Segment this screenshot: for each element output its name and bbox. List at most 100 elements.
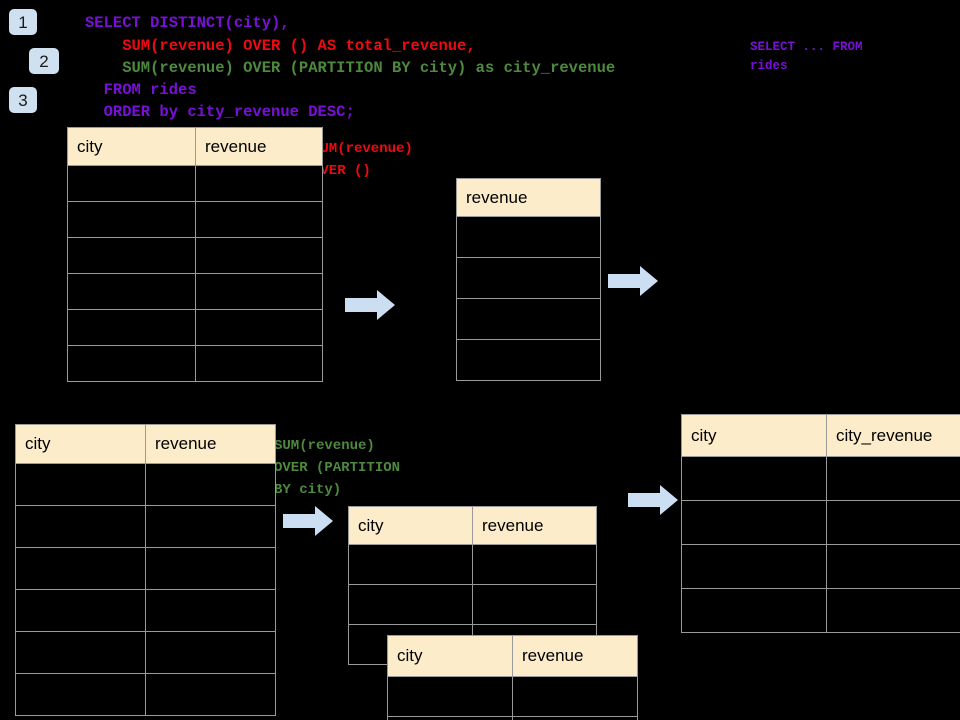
cell-revenue[interactable]: [195, 201, 323, 238]
table-row[interactable]: [456, 339, 601, 381]
sql-line-total-revenue: SUM(revenue) OVER () AS total_revenue,: [85, 37, 476, 55]
cell-city-revenue[interactable]: [826, 544, 960, 589]
cell-city-revenue[interactable]: [826, 500, 960, 545]
table-final-result[interactable]: city city_revenue: [681, 414, 960, 633]
cell-revenue[interactable]: [195, 165, 323, 202]
annotation-partition-line-1: SUM(revenue): [274, 438, 375, 454]
table-row[interactable]: [67, 165, 323, 202]
table-row[interactable]: [456, 257, 601, 299]
cell-revenue[interactable]: [472, 584, 597, 625]
step-badge-2[interactable]: 2: [29, 48, 59, 74]
cell-city[interactable]: [681, 544, 827, 589]
table-row[interactable]: [681, 456, 960, 501]
arrow-right-icon-bottom-to-partition: [283, 506, 333, 536]
table-body: [681, 456, 960, 633]
column-header-city: city: [681, 414, 827, 457]
cell-revenue[interactable]: [195, 309, 323, 346]
table-total-revenue[interactable]: revenue: [456, 178, 601, 381]
cell-city[interactable]: [681, 456, 827, 501]
table-row[interactable]: [348, 544, 597, 585]
cell-city[interactable]: [387, 716, 513, 720]
table-header-row: city revenue: [15, 424, 276, 464]
column-header-city-revenue: city_revenue: [826, 414, 960, 457]
cell-city[interactable]: [67, 273, 196, 310]
table-row[interactable]: [67, 309, 323, 346]
cell-city-revenue[interactable]: [826, 456, 960, 501]
cell-revenue[interactable]: [456, 257, 601, 299]
sql-line-city-revenue: SUM(revenue) OVER (PARTITION BY city) as…: [85, 59, 616, 77]
table-body: [15, 463, 276, 716]
cell-city[interactable]: [681, 588, 827, 633]
cell-revenue[interactable]: [195, 237, 323, 274]
table-row[interactable]: [67, 201, 323, 238]
table-row[interactable]: [387, 676, 638, 717]
table-row[interactable]: [387, 716, 638, 720]
cell-city[interactable]: [15, 505, 146, 548]
cell-city[interactable]: [15, 589, 146, 632]
table-row[interactable]: [15, 547, 276, 590]
column-header-city: city: [67, 127, 196, 166]
table-row[interactable]: [348, 584, 597, 625]
table-row[interactable]: [15, 631, 276, 674]
cell-revenue[interactable]: [195, 273, 323, 310]
table-body: [456, 216, 601, 381]
table-row[interactable]: [681, 544, 960, 589]
table-row[interactable]: [67, 273, 323, 310]
cell-city[interactable]: [67, 165, 196, 202]
table-row[interactable]: [681, 588, 960, 633]
arrow-right-icon-partition-to-result: [628, 485, 678, 515]
cell-revenue[interactable]: [456, 216, 601, 258]
cell-city[interactable]: [15, 673, 146, 716]
table-row[interactable]: [67, 345, 323, 382]
table-partition-group-front[interactable]: city revenue: [387, 635, 638, 720]
table-row[interactable]: [681, 500, 960, 545]
arrow-right-icon-total-to-result: [608, 266, 658, 296]
table-row[interactable]: [15, 505, 276, 548]
table-row[interactable]: [456, 298, 601, 340]
step-badge-1[interactable]: 1: [9, 9, 37, 35]
cell-city[interactable]: [681, 500, 827, 545]
cell-revenue[interactable]: [145, 589, 276, 632]
table-row[interactable]: [456, 216, 601, 258]
cell-city[interactable]: [348, 544, 473, 585]
cell-revenue[interactable]: [456, 298, 601, 340]
cell-city[interactable]: [67, 345, 196, 382]
cell-city[interactable]: [15, 547, 146, 590]
step-badge-2-label: 2: [39, 51, 49, 71]
step-badge-3[interactable]: 3: [9, 87, 37, 113]
table-row[interactable]: [67, 237, 323, 274]
cell-revenue[interactable]: [472, 544, 597, 585]
cell-city[interactable]: [67, 237, 196, 274]
cell-city[interactable]: [67, 309, 196, 346]
table-row[interactable]: [15, 463, 276, 506]
cell-revenue[interactable]: [145, 505, 276, 548]
cell-city[interactable]: [348, 584, 473, 625]
cell-revenue[interactable]: [145, 547, 276, 590]
annotation-total-revenue-line-1: SUM(revenue): [312, 141, 413, 157]
cell-revenue[interactable]: [145, 631, 276, 674]
cell-revenue[interactable]: [145, 463, 276, 506]
cell-revenue[interactable]: [512, 676, 638, 717]
cell-revenue[interactable]: [512, 716, 638, 720]
cell-city-revenue[interactable]: [826, 588, 960, 633]
sql-side-note-line-2: rides: [750, 59, 788, 73]
table-header-row: revenue: [456, 178, 601, 217]
table-row[interactable]: [15, 589, 276, 632]
table-source-rides-bottom[interactable]: city revenue: [15, 424, 276, 716]
cell-city[interactable]: [15, 631, 146, 674]
step-badge-1-label: 1: [18, 12, 28, 32]
cell-revenue[interactable]: [145, 673, 276, 716]
cell-revenue[interactable]: [456, 339, 601, 381]
cell-city[interactable]: [67, 201, 196, 238]
table-source-rides-top[interactable]: city revenue: [67, 127, 323, 382]
cell-city[interactable]: [387, 676, 513, 717]
table-row[interactable]: [15, 673, 276, 716]
cell-revenue[interactable]: [195, 345, 323, 382]
table-header-row: city revenue: [348, 506, 597, 545]
sql-line-select: SELECT DISTINCT(city),: [85, 14, 290, 32]
column-header-revenue: revenue: [512, 635, 638, 677]
cell-city[interactable]: [15, 463, 146, 506]
column-header-revenue: revenue: [472, 506, 597, 545]
step-badge-3-label: 3: [18, 90, 28, 110]
